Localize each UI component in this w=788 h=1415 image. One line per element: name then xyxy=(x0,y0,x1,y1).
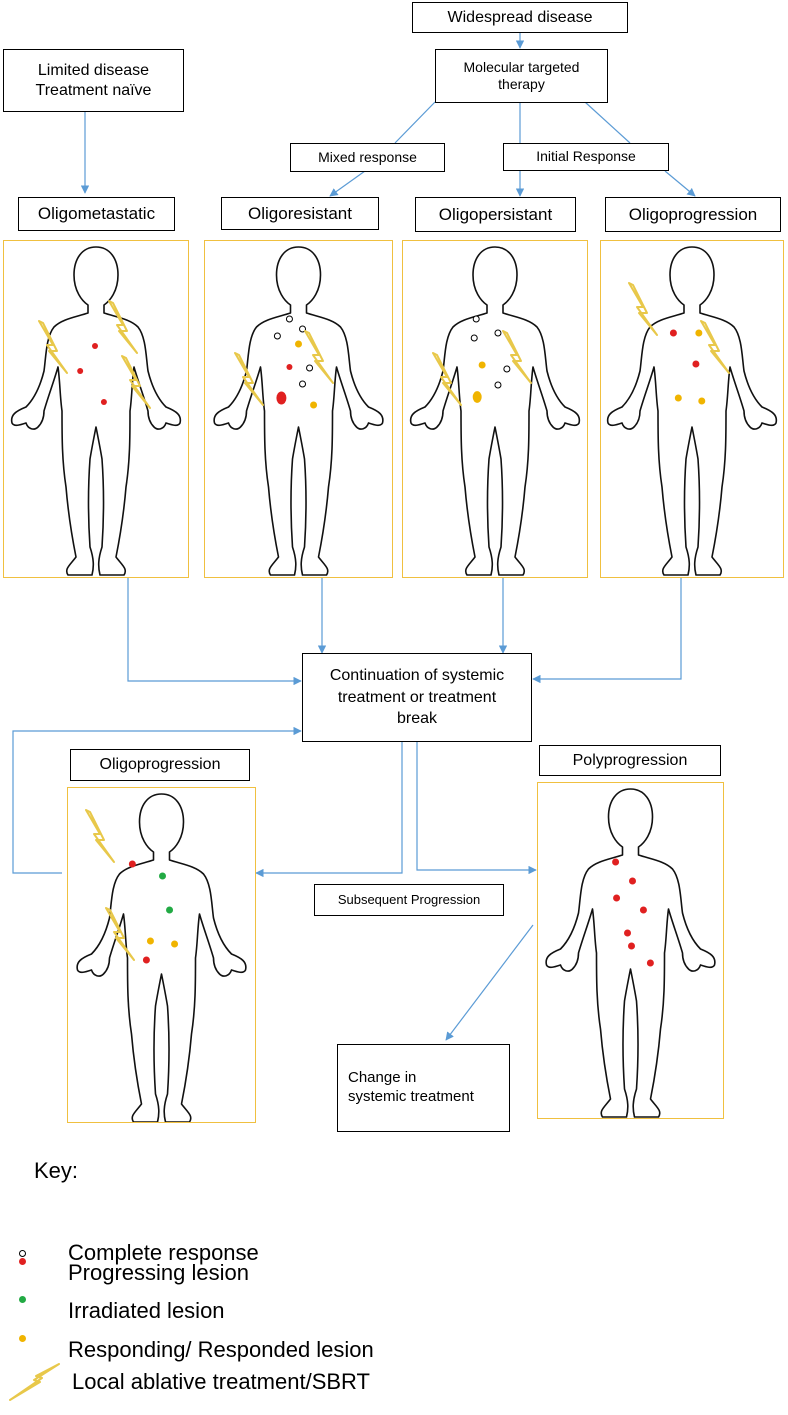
progressing-lesion xyxy=(639,906,647,914)
progressing-lesion xyxy=(276,391,287,405)
oligoresistant-label: Oligoresistant xyxy=(221,197,379,230)
body-figure xyxy=(213,246,384,576)
lightning-bolt-icon xyxy=(234,352,264,406)
responding-lesion xyxy=(674,394,682,402)
progressing-lesion xyxy=(92,343,99,349)
body-outline xyxy=(213,246,384,576)
responding-lesion xyxy=(295,340,302,348)
body-outline xyxy=(76,793,247,1122)
irradiated-lesion xyxy=(166,906,174,914)
responding-dot xyxy=(19,1334,26,1342)
polyprogression-label: Polyprogression xyxy=(539,745,721,776)
lightning-bolt-icon xyxy=(38,320,68,374)
progressing-lesion xyxy=(646,959,654,967)
body-outline xyxy=(10,246,182,576)
responding-lesion xyxy=(698,397,706,405)
complete-response-lesion xyxy=(285,315,293,323)
complete-response-lesion xyxy=(273,332,281,340)
body-figure xyxy=(545,788,716,1118)
oligometastatic-label: Oligometastatic xyxy=(18,197,175,231)
responding-lesion xyxy=(478,361,486,369)
oligometastatic-panel xyxy=(3,240,189,578)
key-complete-response: Complete response xyxy=(0,1240,259,1266)
initial-response-box: Initial Response xyxy=(503,143,669,171)
lightning-bolt-icon xyxy=(121,355,151,409)
body-outline xyxy=(545,788,716,1118)
body-outline xyxy=(409,246,581,576)
lightning-bolt-icon xyxy=(9,1363,60,1401)
molecular-therapy-box: Molecular targeted therapy xyxy=(435,49,608,103)
complete-response-lesion xyxy=(306,364,314,372)
responding-lesion xyxy=(695,329,703,337)
progressing-lesion xyxy=(100,399,107,405)
key-title: Key: xyxy=(34,1158,79,1183)
complete-response-lesion xyxy=(494,381,502,389)
polyprogression-panel xyxy=(537,782,724,1119)
lightning-bolt-icon xyxy=(108,300,138,354)
lightning-bolt-icon xyxy=(700,320,730,374)
widespread-disease-box: Widespread disease xyxy=(412,2,628,33)
lightning-bolt-icon xyxy=(628,282,658,336)
lightning-bolt-icon xyxy=(432,352,462,406)
oligopersistant-panel xyxy=(402,240,588,578)
progressing-lesion xyxy=(669,329,677,337)
oligopersistant-label: Oligopersistant xyxy=(415,197,576,232)
mixed-response-box: Mixed response xyxy=(290,143,445,172)
oligoresistant-panel xyxy=(204,240,393,578)
body-figure xyxy=(76,793,247,1122)
irradiated-dot xyxy=(19,1295,26,1303)
lightning-bolt-icon xyxy=(304,330,334,384)
oligoprogression-bottom-label: Oligoprogression xyxy=(70,749,250,781)
complete-response-lesion xyxy=(494,329,502,337)
lightning-bolt-icon xyxy=(85,809,115,863)
complete-response-lesion xyxy=(503,365,511,373)
key-progressing-label: Progressing lesion xyxy=(68,1260,249,1285)
key-responding: Responding/ Responded lesion xyxy=(0,1325,374,1362)
progressing-lesion xyxy=(286,364,293,370)
responding-lesion xyxy=(171,940,179,948)
body-figure xyxy=(409,246,581,576)
progressing-dot xyxy=(19,1257,26,1265)
subsequent-progression-box: Subsequent Progression xyxy=(314,884,504,916)
key-ablative-label: Local ablative treatment/SBRT xyxy=(72,1369,370,1394)
progressing-lesion xyxy=(692,360,700,368)
progressing-lesion xyxy=(628,877,636,885)
key-irradiated-label: Irradiated lesion xyxy=(68,1298,225,1323)
limited-disease-box: Limited disease Treatment naïve xyxy=(3,49,184,112)
oligoprogression-bottom-panel xyxy=(67,787,256,1123)
key-responding-label: Responding/ Responded lesion xyxy=(68,1337,374,1362)
body-figure xyxy=(10,246,182,576)
key-progressing: Progressing lesion xyxy=(0,1248,249,1285)
complete-response-lesion xyxy=(299,380,307,388)
progressing-lesion xyxy=(142,956,150,964)
oligoprogression-top-label: Oligoprogression xyxy=(605,197,781,232)
responding-lesion xyxy=(310,401,318,409)
complete-response-lesion xyxy=(472,315,480,323)
key-complete-label: Complete response xyxy=(68,1240,259,1265)
progressing-lesion xyxy=(627,942,635,950)
irradiated-lesion xyxy=(159,872,167,880)
continuation-box: Continuation of systemic treatment or tr… xyxy=(302,653,532,742)
progressing-lesion xyxy=(128,860,136,868)
complete-response-lesion xyxy=(299,325,307,333)
lightning-bolt-icon xyxy=(502,330,532,384)
change-treatment-box: Change in systemic treatment xyxy=(337,1044,510,1132)
progressing-lesion xyxy=(612,858,620,866)
complete-response-lesion xyxy=(470,334,478,342)
responding-lesion xyxy=(472,391,482,403)
oligoprogression-top-panel xyxy=(600,240,784,578)
key-ablative: Local ablative treatment/SBRT xyxy=(0,1362,370,1402)
progressing-lesion xyxy=(613,894,621,902)
lightning-bolt-icon xyxy=(105,907,135,961)
complete-response-dot xyxy=(19,1249,26,1257)
body-figure xyxy=(606,246,778,576)
body-outline xyxy=(606,246,778,576)
key-irradiated: Irradiated lesion xyxy=(0,1286,225,1323)
responding-lesion xyxy=(146,937,154,945)
progressing-lesion xyxy=(77,368,84,374)
progressing-lesion xyxy=(624,929,632,937)
